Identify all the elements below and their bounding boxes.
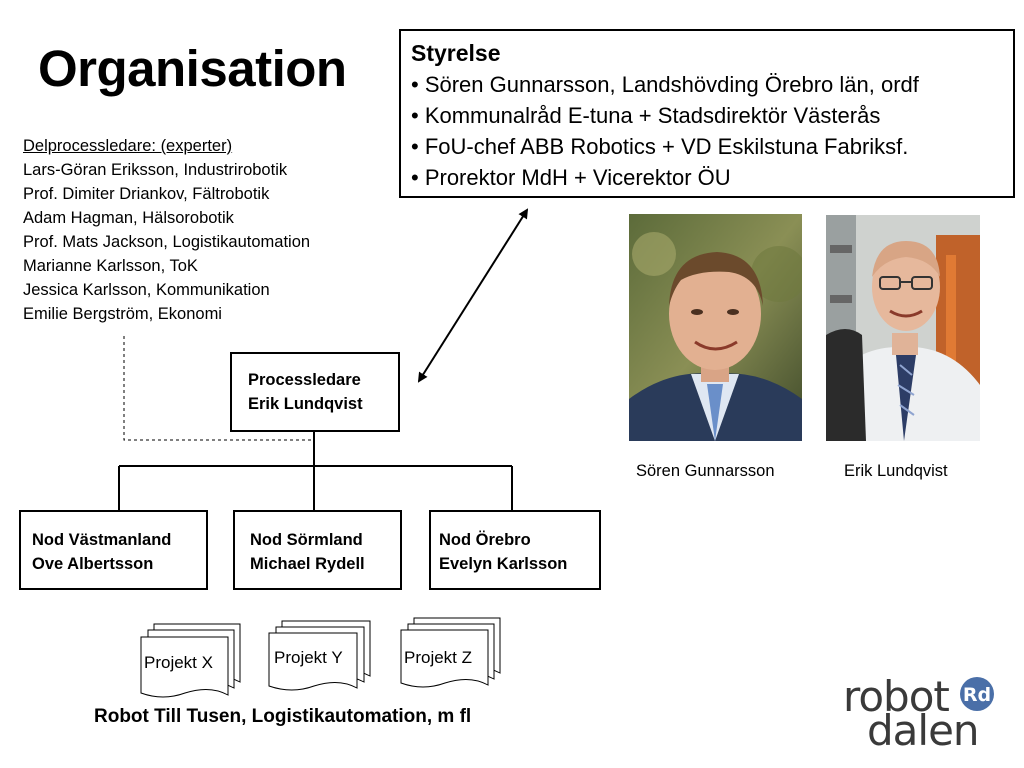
photo-caption: Sören Gunnarsson	[636, 462, 775, 480]
node-leader: Michael Rydell	[250, 555, 365, 573]
project-label: Projekt X	[144, 653, 213, 672]
node-leader: Evelyn Karlsson	[439, 555, 568, 573]
delprocess-member: Adam Hagman, Hälsorobotik	[23, 209, 234, 227]
node-box-sormland: Nod Sörmland Michael Rydell	[233, 510, 402, 590]
page-title: Organisation	[38, 40, 347, 97]
delprocess-member: Jessica Karlsson, Kommunikation	[23, 281, 270, 299]
board-item: • Sören Gunnarsson, Landshövding Örebro …	[411, 72, 919, 97]
logo-emblem-text: Rd	[963, 684, 991, 706]
process-leader-box: Processledare Erik Lundqvist	[230, 352, 400, 432]
robotdalen-logo: robot dalen Rd	[843, 672, 1003, 752]
logo-emblem-icon: Rd	[960, 677, 994, 711]
footer-text: Robot Till Tusen, Logistikautomation, m …	[94, 706, 472, 727]
delprocess-heading: Delprocessledare: (experter)	[23, 137, 233, 155]
delprocess-member: Marianne Karlsson, ToK	[23, 257, 198, 275]
delprocess-member: Prof. Dimiter Driankov, Fältrobotik	[23, 185, 270, 203]
project-y-document: Projekt Y	[268, 620, 371, 691]
board-item: • FoU-chef ABB Robotics + VD Eskilstuna …	[411, 134, 909, 159]
project-label: Projekt Y	[274, 648, 343, 667]
expert-dashed-connector	[123, 336, 312, 441]
board-box: Styrelse • Sören Gunnarsson, Landshövdin…	[399, 29, 1015, 198]
board-item: • Prorektor MdH + Vicerektor ÖU	[411, 165, 731, 190]
delprocess-member: Lars-Göran Eriksson, Industrirobotik	[23, 161, 288, 179]
node-leader: Ove Albertsson	[32, 555, 154, 573]
board-title: Styrelse	[411, 40, 501, 66]
delprocess-member: Prof. Mats Jackson, Logistikautomation	[23, 233, 311, 251]
logo-text-line1: robot	[843, 672, 950, 721]
project-label: Projekt Z	[404, 648, 472, 667]
node-box-orebro: Nod Örebro Evelyn Karlsson	[429, 510, 601, 590]
node-region: Nod Sörmland	[250, 531, 363, 549]
board-item: • Kommunalråd E-tuna + Stadsdirektör Väs…	[411, 103, 881, 128]
photo-caption: Erik Lundqvist	[844, 462, 948, 480]
node-region: Nod Örebro	[439, 531, 531, 549]
project-z-document: Projekt Z	[400, 617, 501, 688]
process-leader-role: Processledare	[248, 371, 361, 389]
portrait-photo-erik	[826, 215, 980, 441]
delprocess-list: Delprocessledare: (experter) Lars-Göran …	[23, 134, 310, 326]
project-x-document: Projekt X	[140, 623, 241, 698]
node-box-vastmanland: Nod Västmanland Ove Albertsson	[19, 510, 208, 590]
delprocess-member: Emilie Bergström, Ekonomi	[23, 305, 222, 323]
board-process-arrow	[417, 208, 529, 383]
portrait-photo-soren	[629, 214, 802, 441]
process-leader-name: Erik Lundqvist	[248, 395, 363, 413]
logo-text-line2: dalen	[867, 706, 980, 755]
node-region: Nod Västmanland	[32, 531, 172, 549]
